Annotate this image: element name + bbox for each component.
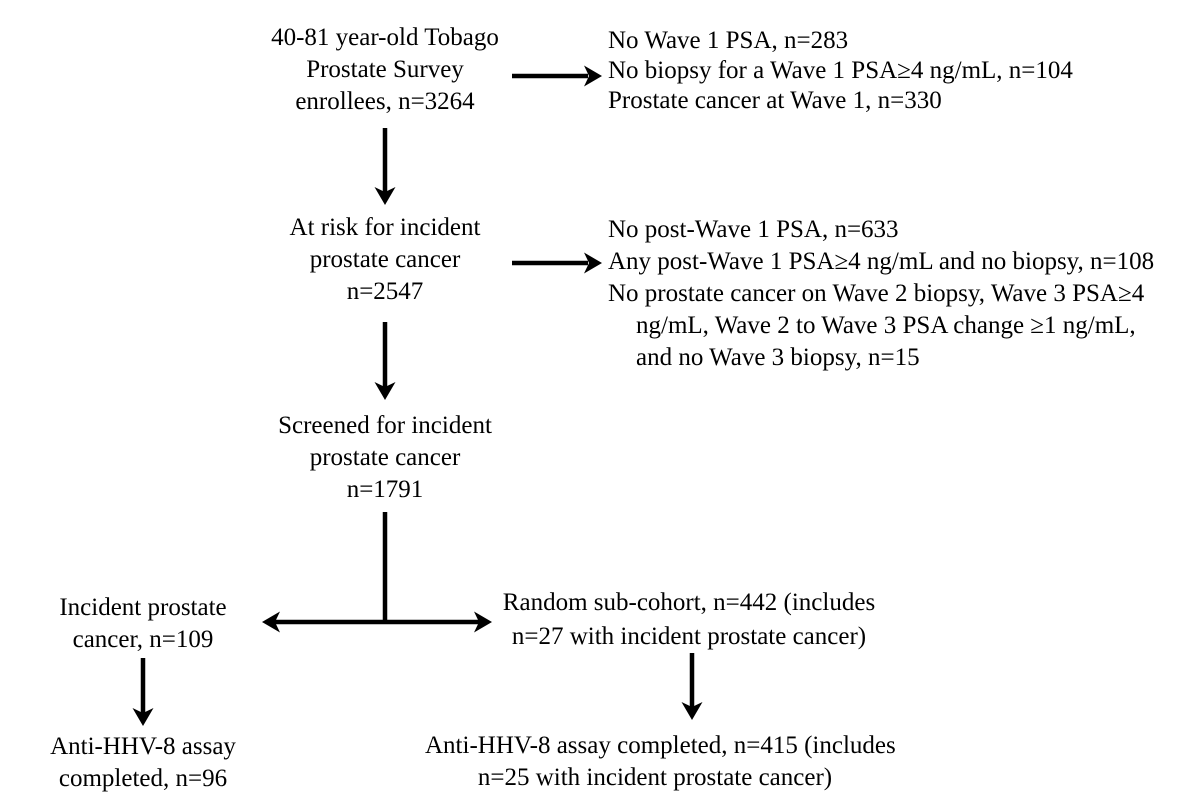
node-excluded-post-wave1-line: No post-Wave 1 PSA, n=633 (608, 216, 899, 243)
node-screened: Screened for incident prostate cancer n=… (215, 410, 555, 506)
node-random-subcohort-line: n=27 with incident prostate cancer) (511, 623, 867, 650)
node-at-risk: At risk for incident prostate cancer n=2… (215, 212, 555, 308)
node-excluded-post-wave1-line: No prostate cancer on Wave 2 biopsy, Wav… (608, 280, 1145, 307)
node-enrollees: 40-81 year-old Tobago Prostate Survey en… (215, 22, 555, 118)
node-enrollees-line: enrollees, n=3264 (295, 88, 475, 115)
node-screened-line: prostate cancer (309, 444, 461, 471)
arrow-incident-to-assay (132, 658, 154, 726)
node-incident-cancer-line: cancer, n=109 (72, 626, 214, 653)
node-assay-incident-line: completed, n=96 (58, 765, 228, 792)
arrow-subcohort-to-assay (681, 653, 703, 720)
node-at-risk-line: At risk for incident (289, 214, 481, 241)
node-at-risk-line: n=2547 (346, 278, 424, 305)
node-random-subcohort-line: Random sub-cohort, n=442 (includes (502, 589, 876, 616)
node-incident-cancer: Incident prostate cancer, n=109 (20, 592, 266, 656)
node-excluded-post-wave1: No post-Wave 1 PSA, n=633 Any post-Wave … (608, 214, 1154, 374)
arrow-enrollees-to-at-risk (374, 128, 396, 205)
node-assay-incident-line: Anti-HHV-8 assay (50, 733, 236, 760)
node-excluded-post-wave1-line: ng/mL, Wave 2 to Wave 3 PSA change ≥1 ng… (636, 312, 1136, 339)
node-assay-subcohort-line: Anti-HHV-8 assay completed, n=415 (inclu… (425, 732, 896, 759)
node-enrollees-line: 40-81 year-old Tobago (271, 24, 499, 51)
node-enrollees-line: Prostate Survey (306, 56, 464, 83)
node-excluded-post-wave1-line: and no Wave 3 biopsy, n=15 (636, 344, 920, 371)
node-at-risk-line: prostate cancer (309, 246, 461, 273)
node-screened-line: Screened for incident (278, 412, 492, 439)
node-incident-cancer-line: Incident prostate (59, 594, 227, 621)
node-excluded-post-wave1-line: Any post-Wave 1 PSA≥4 ng/mL and no biops… (608, 248, 1155, 275)
node-assay-incident: Anti-HHV-8 assay completed, n=96 (20, 731, 266, 795)
node-excluded-wave1-line: No biopsy for a Wave 1 PSA≥4 ng/mL, n=10… (608, 57, 1073, 84)
arrow-screened-branch (262, 512, 492, 633)
arrow-at-risk-to-excluded-post-wave1 (512, 252, 602, 274)
node-assay-subcohort: Anti-HHV-8 assay completed, n=415 (inclu… (425, 730, 896, 794)
node-screened-line: n=1791 (346, 476, 424, 503)
node-assay-subcohort-line: n=25 with incident prostate cancer) (477, 764, 833, 791)
arrow-at-risk-to-screened (374, 322, 396, 400)
node-excluded-wave1-line: Prostate cancer at Wave 1, n=330 (608, 87, 942, 114)
node-excluded-wave1: No Wave 1 PSA, n=283 No biopsy for a Wav… (608, 26, 1073, 116)
arrow-enrollees-to-excluded-wave1 (512, 65, 602, 87)
node-excluded-wave1-line: No Wave 1 PSA, n=283 (608, 27, 849, 54)
node-random-subcohort: Random sub-cohort, n=442 (includes n=27 … (474, 586, 904, 654)
